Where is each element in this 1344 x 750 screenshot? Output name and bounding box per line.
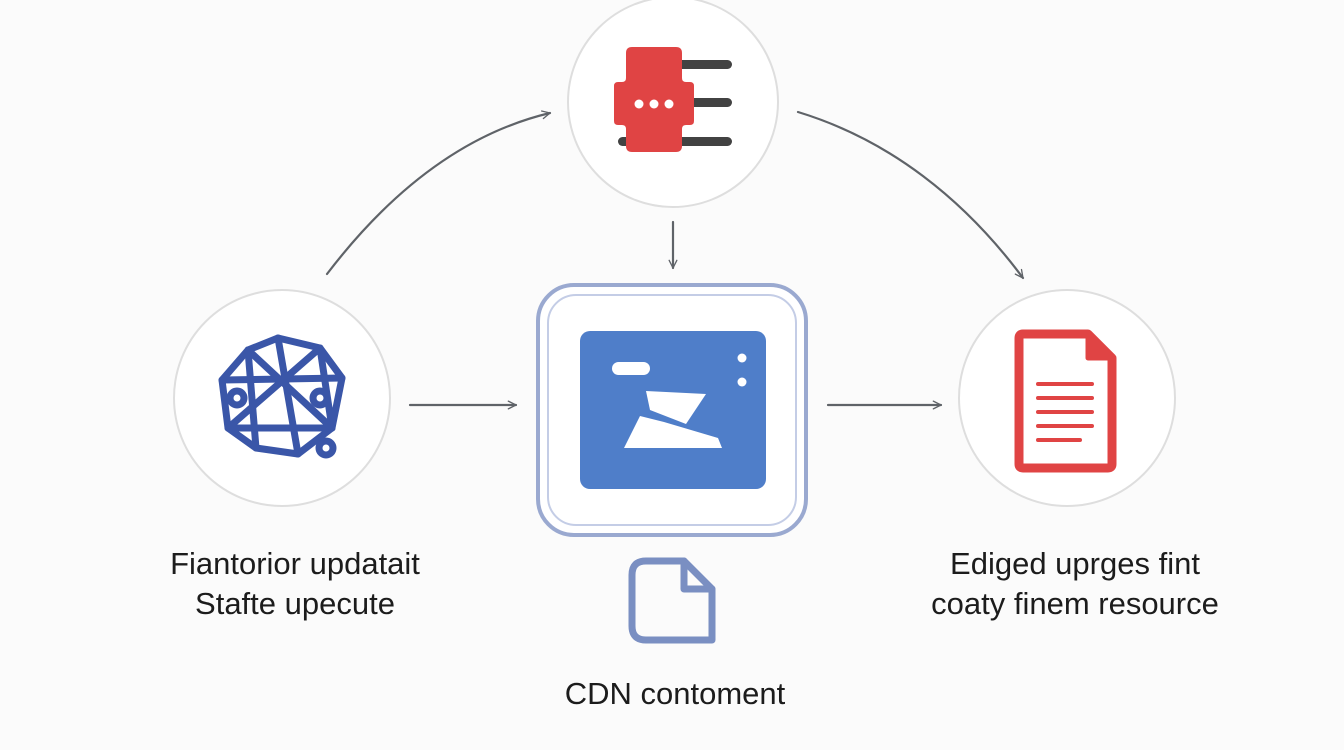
network-caption-line1: Fiantorior updatait [170, 546, 420, 581]
browser-window-icon [580, 331, 766, 489]
resource-caption-line2: coaty finem resource [931, 586, 1219, 621]
cdn-caption: CDN contoment [500, 674, 850, 714]
arrow-left-to-top [325, 110, 552, 276]
resource-caption-line1: Ediged uprges fint [950, 546, 1200, 581]
server-node [567, 0, 779, 208]
network-globe-icon [218, 334, 346, 459]
network-node-circle [173, 289, 391, 507]
network-node-caption: Fiantorior updatait Stafte upecute [130, 544, 460, 624]
network-node [173, 289, 391, 507]
connector-arrows [325, 110, 1025, 410]
document-outline-icon [628, 557, 716, 644]
browser-node [536, 283, 808, 537]
resource-node [958, 289, 1176, 507]
browser-node-inner-frame [547, 294, 797, 526]
cdn-caption-text: CDN contoment [564, 676, 786, 711]
network-caption-line2: Stafte upecute [195, 586, 395, 621]
document-lines-icon [1014, 329, 1117, 473]
resource-node-caption: Ediged uprges fint coaty finem resource [895, 544, 1255, 624]
server-rack-icon [614, 47, 732, 152]
arrow-top-to-right [796, 110, 1025, 280]
